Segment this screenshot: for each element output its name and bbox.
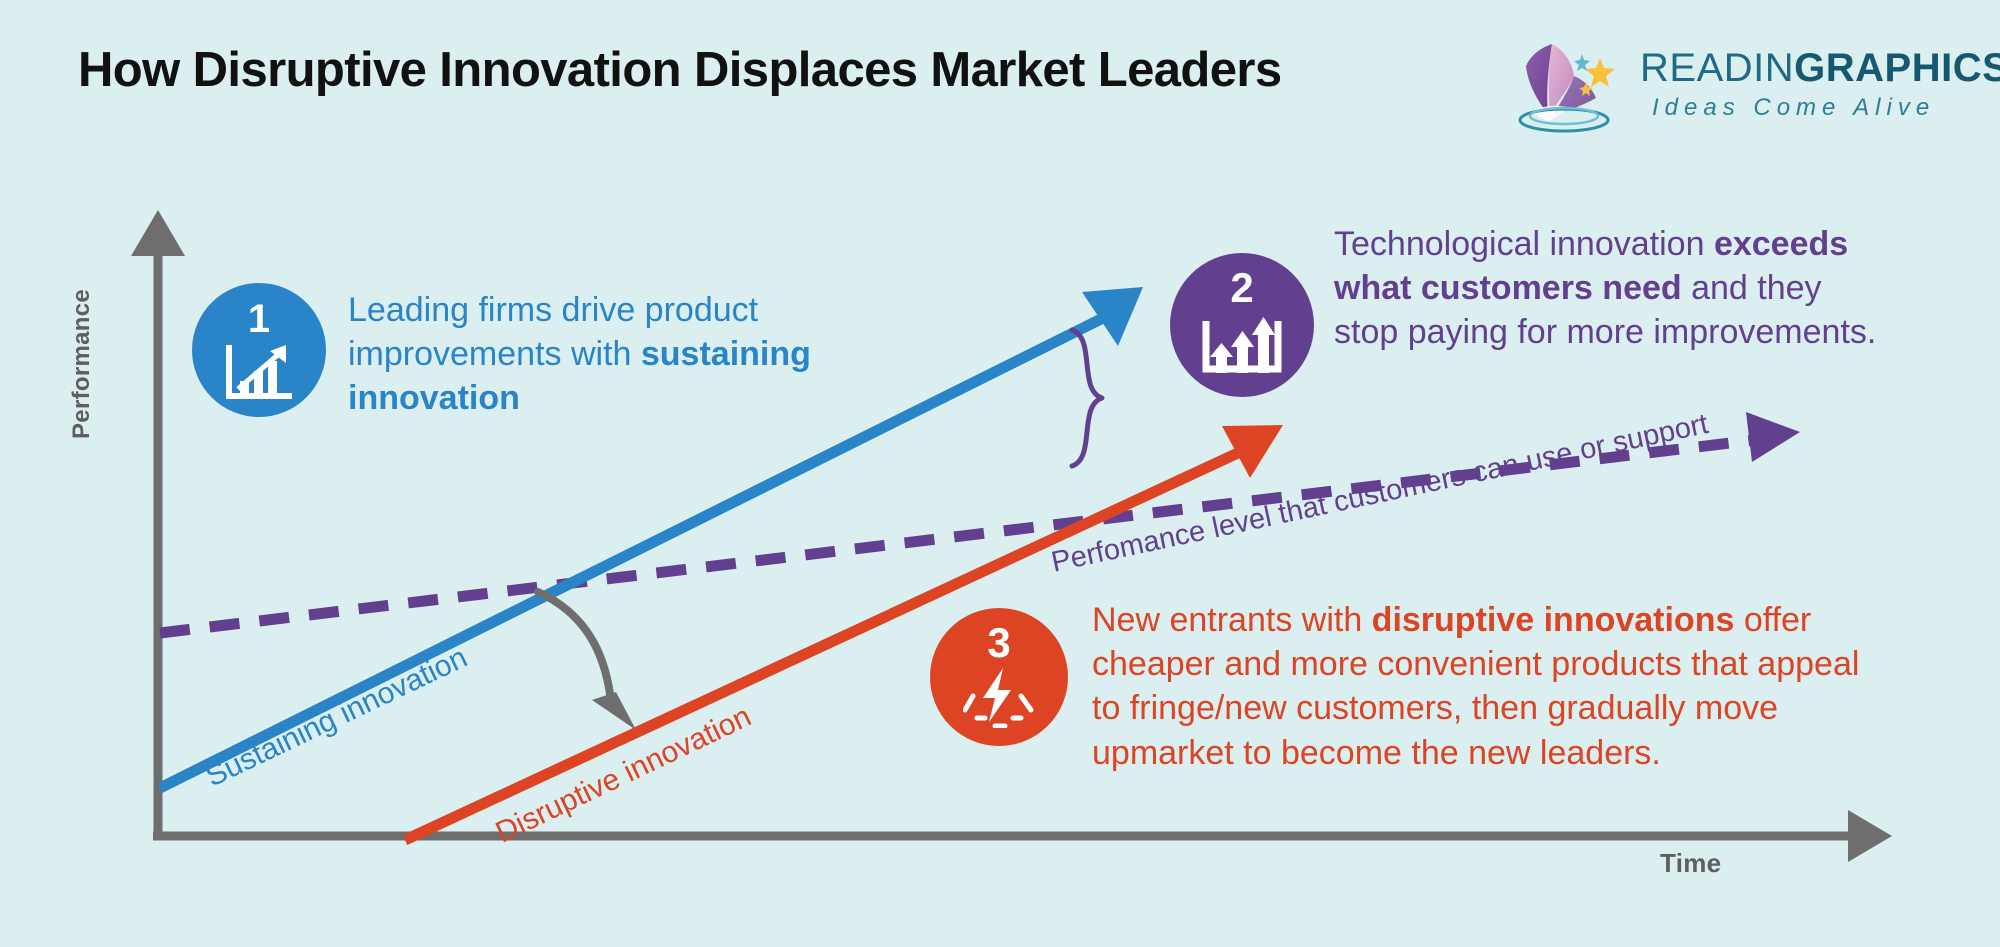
page-title: How Disruptive Innovation Displaces Mark… [78,43,1282,97]
step-2-text-run-2: and they stop paying for more improvemen… [1334,269,1877,352]
lightning-bolt-impact-icon [963,668,1034,728]
step-badge-1-number: 1 [247,297,271,341]
series-disruptive-innovation-line [402,425,1283,845]
series-performance-level-line [159,412,1800,639]
performance-gap-brace-icon [1069,327,1105,469]
y-axis [131,210,185,840]
step-badge-3-number: 3 [987,619,1011,666]
x-axis [153,810,1892,862]
step-badge-2: 2 [1170,253,1314,397]
step-2-text-run-0: Technological innovation [1334,225,1714,263]
step-3-text: New entrants with disruptive innovations… [1092,598,1882,775]
step-1-text-run-1: sustaining innovation [348,335,811,418]
step-badge-2-number: 2 [1230,264,1254,311]
step-3-text-run-2: offer cheaper and more convenient produc… [1092,601,1860,772]
logo-wordmark: READINGRAPHICS [1640,46,2000,91]
step-3-text-run-1: disruptive innovations [1371,601,1735,639]
logo-word-light: READIN [1640,46,1795,90]
x-axis-label: Time [1660,848,1722,878]
step-1-text-run-0: Leading firms drive product improvements… [348,291,759,374]
open-book-sparkle-icon [1518,44,1615,133]
step-3-text-run-0: New entrants with [1092,601,1372,639]
step-1-text: Leading firms drive product improvements… [348,288,868,421]
step-2-text: Technological innovation exceeds what cu… [1334,222,1894,355]
bar-chart-growth-icon [226,345,292,399]
logo-tagline: Ideas Come Alive [1652,94,1936,121]
rising-arrows-chart-icon [1202,317,1282,373]
step-2-text-run-1: exceeds what customers need [1334,225,1849,308]
series-sustaining-innovation-line [157,287,1143,793]
logo-word-bold: GRAPHICS [1794,46,2000,90]
displacement-curved-arrow-icon [534,588,636,730]
step-badge-3: 3 [930,608,1068,746]
y-axis-label: Performance [68,288,95,440]
step-badge-1: 1 [192,283,326,417]
readingraphics-logo: READINGRAPHICS Ideas Come Alive [1512,40,2000,135]
